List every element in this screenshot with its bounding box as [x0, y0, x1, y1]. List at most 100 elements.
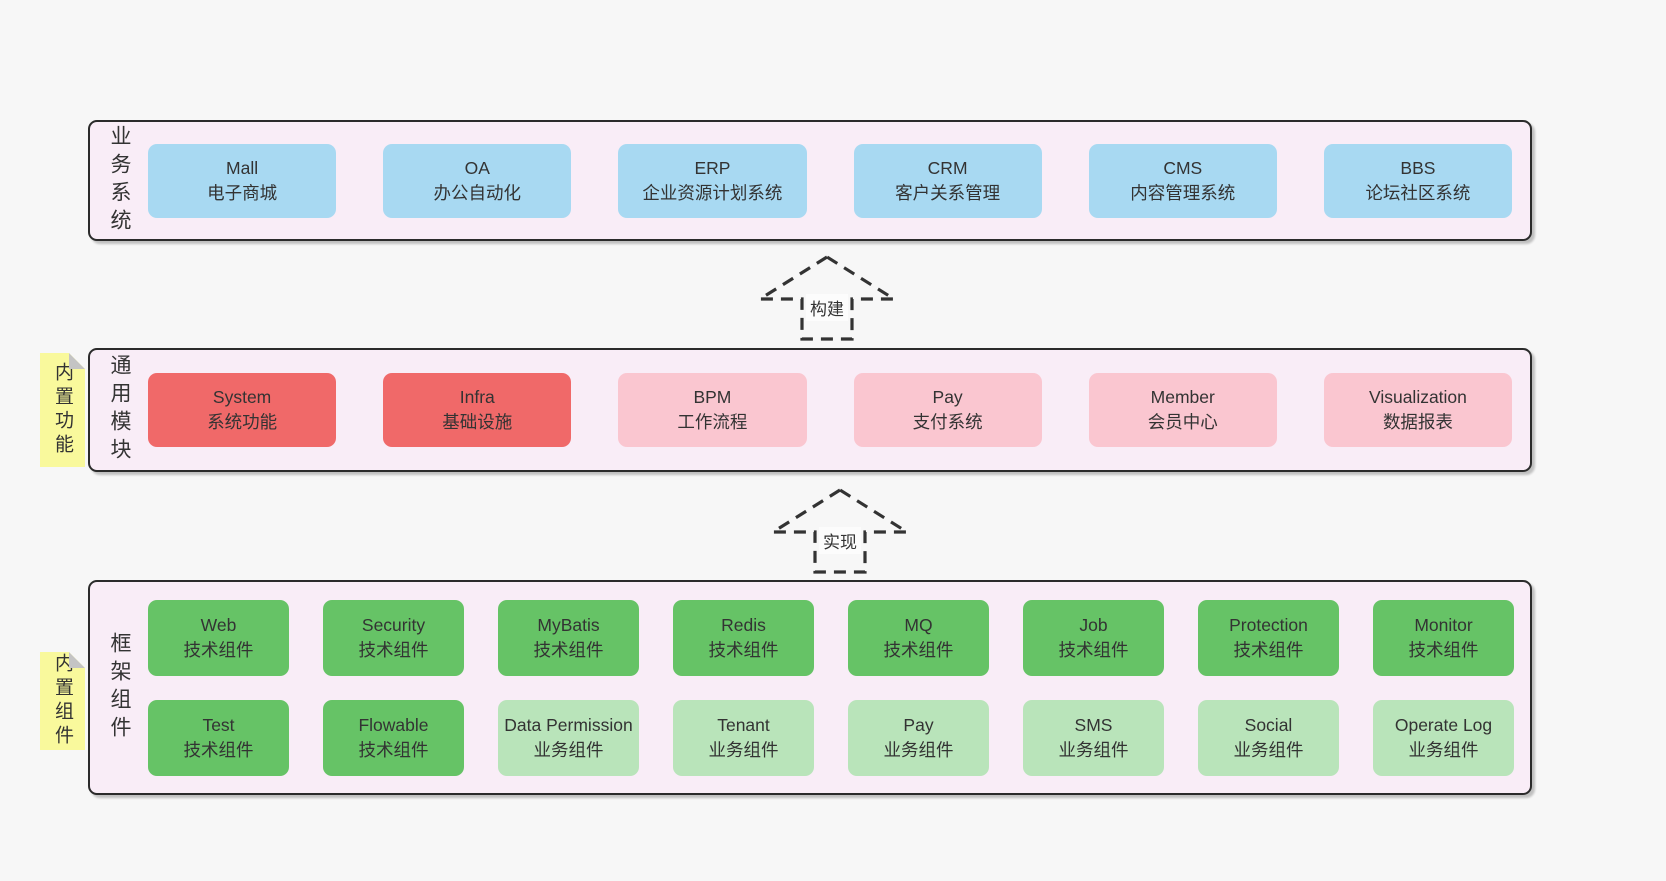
box-title: BPM: [693, 387, 732, 408]
box-title: Web: [200, 614, 237, 635]
box-title: SMS: [1074, 714, 1113, 735]
box-title: CRM: [927, 157, 968, 178]
box-social: Social 业务组件: [1198, 699, 1339, 776]
box-erp: ERP 企业资源计划系统: [618, 143, 807, 218]
box-bpm: BPM 工作流程: [618, 373, 807, 447]
box-test: Test 技术组件: [148, 699, 289, 776]
box-subtitle: 业务组件: [883, 739, 954, 760]
box-subtitle: 技术组件: [183, 639, 254, 660]
box-subtitle: 业务组件: [1058, 739, 1129, 760]
box-subtitle: 技术组件: [883, 639, 954, 660]
box-title: Mall: [226, 157, 259, 178]
box-subtitle: 支付系统: [912, 412, 983, 432]
modules-boxes-row: System 系统功能 Infra 基础设施 BPM 工作流程 Pay 支付系统…: [148, 350, 1530, 470]
box-subtitle: 业务组件: [708, 739, 779, 760]
section-business-systems: 业务系统 Mall 电子商城 OA 办公自动化 ERP 企业资源计划系统 CRM…: [88, 120, 1532, 241]
section-business-label: 业务系统: [90, 122, 148, 239]
arrow-up-icon: [754, 255, 900, 341]
box-bbs: BBS 论坛社区系统: [1323, 143, 1513, 218]
box-title: Social: [1244, 714, 1293, 735]
box-subtitle: 系统功能: [207, 412, 278, 432]
arrow-up-icon: [767, 488, 913, 574]
box-subtitle: 技术组件: [708, 639, 779, 660]
box-system: System 系统功能: [148, 373, 337, 447]
box-title: Pay: [903, 714, 934, 735]
box-subtitle: 办公自动化: [433, 182, 522, 203]
section-framework-components: 内置组件 框架组件 Web 技术组件 Security 技术组件 MyBatis…: [88, 580, 1532, 795]
box-subtitle: 技术组件: [1408, 639, 1479, 660]
box-infra: Infra 基础设施: [383, 373, 572, 447]
box-title: MyBatis: [537, 614, 600, 635]
box-subtitle: 工作流程: [677, 412, 748, 432]
box-subtitle: 论坛社区系统: [1365, 182, 1471, 203]
business-boxes-row: Mall 电子商城 OA 办公自动化 ERP 企业资源计划系统 CRM 客户关系…: [148, 122, 1530, 239]
sticky-note-builtin-functions: 内置功能: [40, 353, 85, 467]
box-subtitle: 业务组件: [1408, 739, 1479, 760]
box-title: OA: [464, 157, 490, 178]
box-redis: Redis 技术组件: [673, 599, 814, 676]
box-title: Security: [361, 614, 426, 635]
section-common-modules: 内置功能 通用模块 System 系统功能 Infra 基础设施 BPM 工作流…: [88, 348, 1532, 472]
box-title: Job: [1079, 614, 1108, 635]
box-subtitle: 技术组件: [533, 639, 604, 660]
box-mybatis: MyBatis 技术组件: [498, 599, 639, 676]
box-visualization: Visualization 数据报表: [1323, 373, 1513, 447]
box-subtitle: 电子商城: [207, 182, 278, 203]
box-subtitle: 技术组件: [183, 739, 254, 760]
box-title: Member: [1150, 387, 1215, 408]
box-subtitle: 技术组件: [1233, 639, 1304, 660]
sticky-note-text: 内置功能: [52, 362, 73, 458]
box-subtitle: 客户关系管理: [895, 182, 1001, 203]
box-subtitle: 会员中心: [1147, 412, 1218, 432]
box-subtitle: 技术组件: [358, 739, 429, 760]
build-arrow-label: 构建: [806, 294, 848, 321]
box-subtitle: 技术组件: [1058, 639, 1129, 660]
section-modules-label: 通用模块: [90, 350, 148, 470]
section-label-text: 框架组件: [108, 631, 131, 744]
section-framework-label: 框架组件: [90, 582, 148, 793]
box-title: Protection: [1229, 614, 1308, 635]
box-subtitle: 技术组件: [358, 639, 429, 660]
implement-arrow: 实现: [765, 487, 915, 575]
box-title: Operate Log: [1394, 714, 1493, 735]
box-protection: Protection 技术组件: [1198, 599, 1339, 676]
box-crm: CRM 客户关系管理: [853, 143, 1042, 218]
box-subtitle: 企业资源计划系统: [642, 182, 783, 203]
box-title: Data Permission: [504, 714, 633, 735]
section-label-text: 通用模块: [108, 354, 131, 466]
box-tenant: Tenant 业务组件: [673, 699, 814, 776]
box-job: Job 技术组件: [1023, 599, 1164, 676]
box-mq: MQ 技术组件: [848, 599, 989, 676]
box-operate-log: Operate Log 业务组件: [1373, 699, 1514, 776]
framework-grid: Web 技术组件 Security 技术组件 MyBatis 技术组件 Redi…: [148, 582, 1530, 793]
box-subtitle: 数据报表: [1382, 412, 1453, 432]
box-title: Infra: [459, 387, 495, 408]
box-flowable: Flowable 技术组件: [323, 699, 464, 776]
box-monitor: Monitor 技术组件: [1373, 599, 1514, 676]
section-label-text: 业务系统: [108, 124, 131, 237]
box-title: ERP: [694, 157, 731, 178]
box-title: BBS: [1400, 157, 1436, 178]
box-title: Flowable: [358, 714, 429, 735]
box-title: Visualization: [1368, 387, 1467, 408]
box-title: System: [212, 387, 272, 408]
box-data-permission: Data Permission 业务组件: [498, 699, 639, 776]
implement-arrow-label: 实现: [819, 527, 861, 554]
box-title: Monitor: [1414, 614, 1473, 635]
box-pay-business: Pay 业务组件: [848, 699, 989, 776]
box-subtitle: 内容管理系统: [1130, 182, 1236, 203]
box-web: Web 技术组件: [148, 599, 289, 676]
box-title: Pay: [932, 387, 963, 408]
box-sms: SMS 业务组件: [1023, 699, 1164, 776]
box-cms: CMS 内容管理系统: [1088, 143, 1277, 218]
framework-row-1: Web 技术组件 Security 技术组件 MyBatis 技术组件 Redi…: [148, 599, 1514, 676]
build-arrow: 构建: [752, 254, 902, 342]
box-security: Security 技术组件: [323, 599, 464, 676]
framework-row-2: Test 技术组件 Flowable 技术组件 Data Permission …: [148, 699, 1514, 776]
box-member: Member 会员中心: [1088, 373, 1277, 447]
box-subtitle: 业务组件: [533, 739, 604, 760]
box-pay: Pay 支付系统: [853, 373, 1042, 447]
box-title: MQ: [904, 614, 933, 635]
box-title: Redis: [721, 614, 766, 635]
box-title: CMS: [1163, 157, 1203, 178]
